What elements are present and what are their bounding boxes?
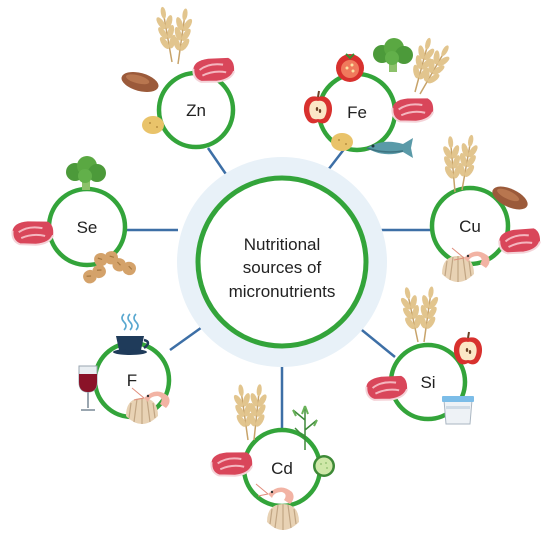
node-cd-label: Cd <box>271 459 293 478</box>
node-cu: Cu <box>429 132 543 283</box>
potato-icon <box>331 133 353 151</box>
center-circle <box>195 175 369 349</box>
nut-icon <box>119 68 161 96</box>
shellfish-icon <box>125 397 159 425</box>
center-line-3: micronutrients <box>229 282 336 301</box>
meat-icon <box>10 218 56 248</box>
connector-f <box>169 323 206 352</box>
center-label: Nutritional sources of micronutrients <box>229 235 336 301</box>
node-fe-label: Fe <box>347 103 367 122</box>
meat-icon <box>190 54 237 86</box>
node-cd: Cd <box>209 382 335 531</box>
node-si-label: Si <box>420 373 435 392</box>
potato-icon <box>142 116 164 134</box>
yogurt-icon <box>441 395 475 425</box>
wine-glass-icon <box>78 365 98 411</box>
node-zn: Zn <box>119 4 237 150</box>
center-line-2: sources of <box>243 258 322 277</box>
wheat-icon <box>413 284 443 345</box>
tomato-icon <box>335 53 365 83</box>
cucumber-icon <box>313 455 335 477</box>
center-line-1: Nutritional <box>244 235 321 254</box>
node-f: F <box>78 312 172 425</box>
node-si: Si <box>363 284 484 425</box>
node-se: Se <box>10 156 139 287</box>
node-f-label: F <box>127 371 137 390</box>
node-fe: Fe <box>302 34 458 159</box>
broccoli-icon <box>373 38 413 72</box>
shellfish-icon <box>441 255 475 283</box>
broccoli-icon <box>66 156 106 190</box>
meat-icon <box>390 94 436 126</box>
node-zn-label: Zn <box>186 101 206 120</box>
node-se-label: Se <box>77 218 98 237</box>
apple-icon <box>452 331 484 366</box>
node-cu-label: Cu <box>459 217 481 236</box>
shellfish-icon <box>266 503 300 531</box>
